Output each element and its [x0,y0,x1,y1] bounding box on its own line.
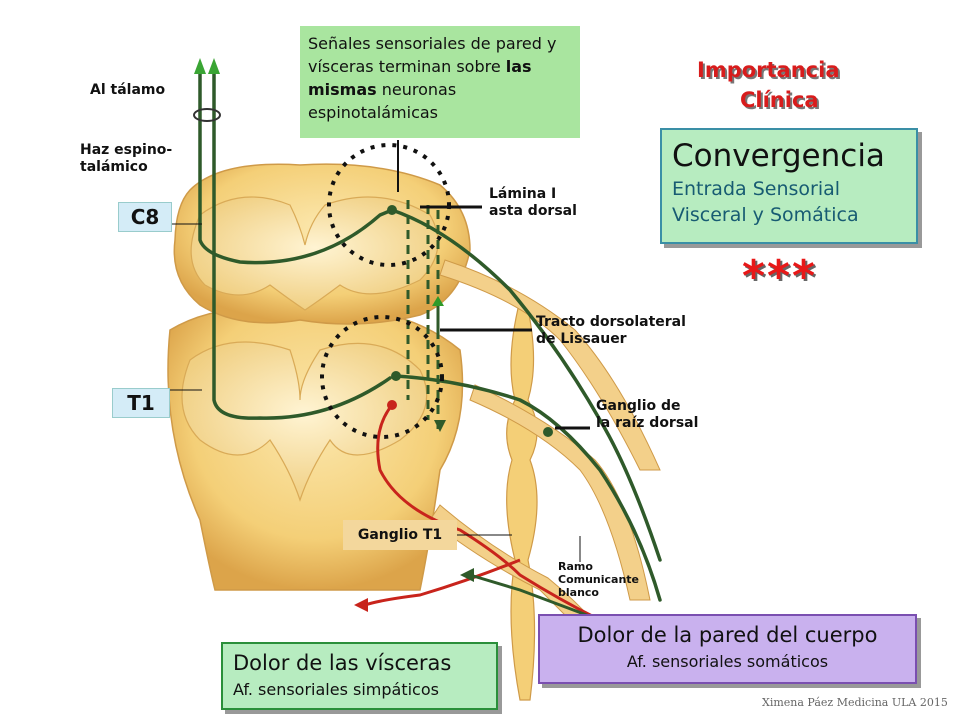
convergence-circle-lower [320,315,444,439]
label-text: Al tálamo [90,82,166,98]
convergencia-line: Visceral y Somática [672,204,859,226]
body-wall-pain-title: Dolor de la pared del cuerpo [577,623,878,647]
convergence-circle-upper [327,143,451,267]
neuron-dot [543,427,553,437]
lower-grey-matter [181,341,428,502]
visceral-pain-subtitle: Af. sensoriales simpáticos [233,680,439,699]
down-arrow-icon [434,420,446,432]
label-ganglio-t1: Ganglio T1 [343,520,457,550]
up-arrow-icon [194,58,206,74]
left-arrow-icon [354,598,368,612]
body-wall-pain-subtitle: Af. sensoriales somáticos [626,652,829,671]
sensory-signals-note: Señales sensoriales de pared y vísceras … [300,26,580,138]
label-text: Comunicante [558,573,640,586]
label-text: Haz espino- [80,142,173,158]
note-text: Señales sensoriales de pared y vísceras … [308,34,557,76]
label-ramo-comunicante: Ramo Comunicante blanco [558,560,639,599]
segment-t1: T1 [112,388,170,418]
nerve-fibers [198,68,662,602]
label-text: Ganglio T1 [357,527,443,543]
label-al-talamo: Al tálamo [90,82,165,99]
leader-lines [170,140,590,562]
tract-ring [193,108,221,122]
label-text: blanco [558,586,599,599]
convergencia-line: Entrada Sensorial [672,178,841,200]
label-text: de Lissauer [536,331,627,347]
convergencia-box: Convergencia Entrada Sensorial Visceral … [660,128,918,244]
body-wall-pain-box: Dolor de la pared del cuerpo Af. sensori… [538,614,917,684]
heading-clinica: Clínica [740,86,819,114]
segment-label: C8 [130,205,160,229]
up-arrow-icon [208,58,220,74]
visceral-pain-title: Dolor de las vísceras [233,651,452,675]
author-credit: Ximena Páez Medicina ULA 2015 [762,696,948,709]
segment-c8: C8 [118,202,172,232]
label-text: Tracto dorsolateral [536,314,686,330]
heading-text: Importancia [697,58,840,82]
label-ganglio-raiz: Ganglio de la raíz dorsal [596,398,698,432]
label-tracto-lissauer: Tracto dorsolateral de Lissauer [536,314,686,348]
up-arrow-icon [432,296,444,306]
label-text: la raíz dorsal [596,415,699,431]
heading-importancia: Importancia [697,56,840,84]
note-bold-text: las mismas [308,57,532,99]
label-text: Lámina I [489,186,557,202]
sympathetic-chain [506,299,538,701]
visceral-fibers [364,404,601,622]
note-text: neuronas espinotalámicas [308,80,457,122]
heading-text: Clínica [740,88,819,112]
label-haz-espinotalamico: Haz espino- talámico [80,142,172,176]
neuron-dot [387,400,397,410]
importance-stars: *** [742,251,818,302]
label-text: asta dorsal [489,203,577,219]
label-text: Ramo [558,560,593,573]
segment-label: T1 [127,391,155,415]
label-text: talámico [80,159,148,175]
upper-dorsal-root [439,259,661,471]
neuron-dot [387,205,397,215]
label-text: Ganglio de [596,398,681,414]
label-lamina-i: Lámina I asta dorsal [489,186,577,220]
neuron-dot [391,371,401,381]
left-arrow-icon [460,568,474,582]
convergencia-title: Convergencia [672,138,885,174]
visceral-pain-box: Dolor de las vísceras Af. sensoriales si… [221,642,498,710]
